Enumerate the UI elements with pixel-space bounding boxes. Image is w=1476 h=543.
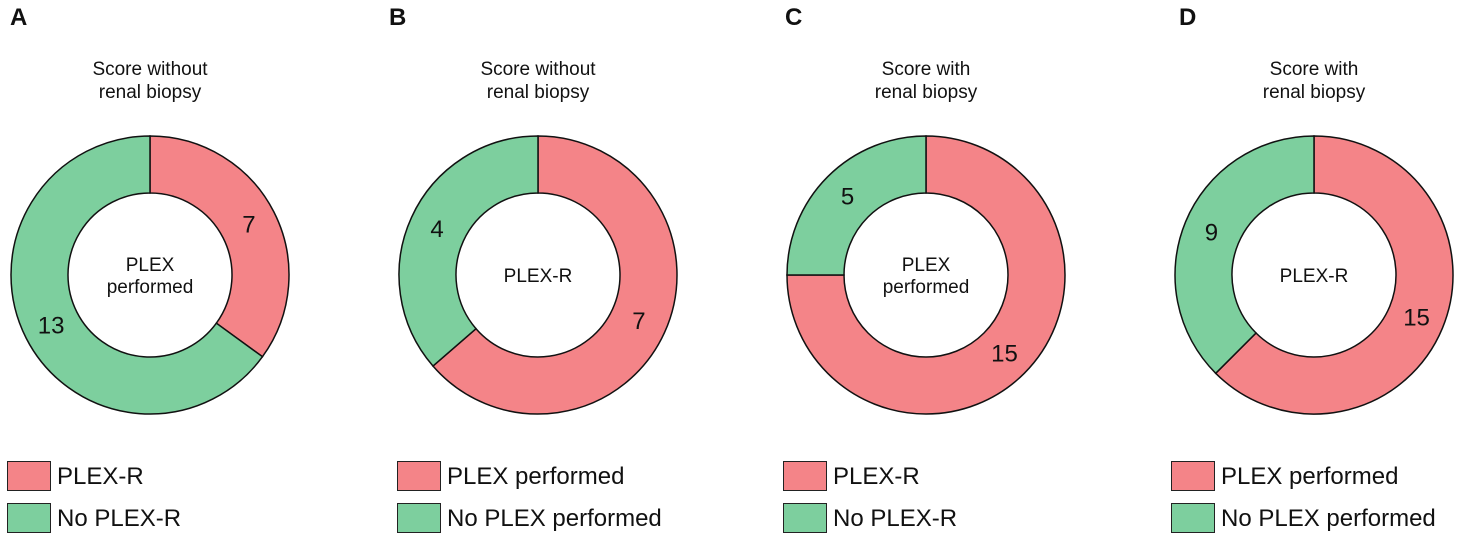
- donut-center-label: PLEX: [902, 255, 951, 276]
- donut-center-label: performed: [883, 277, 970, 298]
- donut-slice-15: [1214, 135, 1454, 415]
- legend-label: No PLEX-R: [57, 505, 182, 532]
- legend-swatch-red: [783, 461, 827, 491]
- slice-value-label: 15: [1403, 304, 1430, 331]
- panel-letter: B: [389, 4, 407, 31]
- panel-letter: A: [10, 4, 28, 31]
- legend-swatch-red: [1171, 461, 1215, 491]
- donut-slice-7: [149, 135, 290, 358]
- chart-title: Score without renal biopsy: [480, 59, 596, 103]
- legend-swatch-green: [7, 503, 51, 533]
- donut-slice-7: [431, 135, 678, 415]
- legend-label: No PLEX-R: [833, 505, 958, 532]
- legend-swatch-green: [783, 503, 827, 533]
- donut-slice-5: [786, 135, 927, 276]
- donut-slice-9: [1174, 135, 1315, 375]
- chart-title: Score with renal biopsy: [874, 59, 978, 103]
- legend-swatch-green: [397, 503, 441, 533]
- donut-slice-13: [10, 135, 264, 415]
- slice-value-label: 5: [841, 184, 854, 211]
- donut-center-label: PLEX-R: [504, 266, 573, 287]
- donut-center-label: PLEX-R: [1280, 266, 1349, 287]
- donut-slice-15: [786, 135, 1066, 415]
- legend-label: PLEX performed: [447, 463, 625, 490]
- donut-center-label: performed: [107, 277, 194, 298]
- slice-value-label: 9: [1205, 220, 1218, 247]
- legend-swatch-red: [397, 461, 441, 491]
- legend-label: PLEX-R: [57, 463, 144, 490]
- donut-center-label: PLEX: [126, 255, 175, 276]
- legend-label: PLEX-R: [833, 463, 920, 490]
- panel-letter: D: [1179, 4, 1197, 31]
- panel-letter: C: [785, 4, 803, 31]
- legend-label: No PLEX performed: [1221, 505, 1436, 532]
- legend-swatch-green: [1171, 503, 1215, 533]
- slice-value-label: 4: [430, 216, 443, 243]
- donut-slice-4: [398, 135, 539, 368]
- slice-value-label: 13: [38, 312, 65, 339]
- legend-label: No PLEX performed: [447, 505, 662, 532]
- chart-title: Score with renal biopsy: [1262, 59, 1366, 103]
- legend-label: PLEX performed: [1221, 463, 1399, 490]
- slice-value-label: 7: [242, 212, 255, 239]
- chart-title: Score without renal biopsy: [92, 59, 208, 103]
- legend-swatch-red: [7, 461, 51, 491]
- slice-value-label: 15: [991, 340, 1018, 367]
- slice-value-label: 7: [632, 308, 645, 335]
